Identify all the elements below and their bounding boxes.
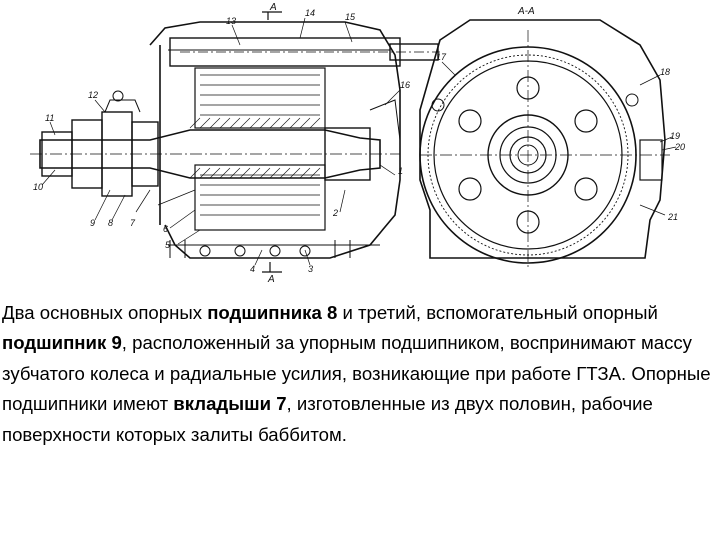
callout-4: 4 — [250, 264, 255, 274]
caption-part-2: и третий, вспомогательный опорный — [337, 302, 658, 323]
callout-13: 13 — [226, 16, 236, 26]
callout-5: 5 — [165, 240, 171, 250]
callout-20: 20 — [674, 142, 685, 152]
cross-section-a-a — [419, 19, 670, 270]
leader-lines — [41, 17, 677, 266]
callout-2: 2 — [332, 208, 338, 218]
caption-bold-liners-7: вкладыши 7 — [173, 393, 287, 415]
section-mark-top: А — [269, 2, 277, 13]
callout-19: 19 — [670, 131, 680, 141]
longitudinal-section — [30, 11, 440, 273]
callout-8: 8 — [108, 218, 113, 228]
callout-labels: 1 2 3 4 5 6 7 8 9 10 11 12 13 14 15 16 1… — [33, 2, 685, 285]
callout-10: 10 — [33, 182, 43, 192]
caption-bold-bearing-9: подшипник 9 — [2, 332, 122, 354]
callout-21: 21 — [667, 212, 678, 222]
callout-11: 11 — [45, 113, 54, 123]
callout-6: 6 — [163, 224, 168, 234]
section-title: А-А — [517, 6, 535, 17]
callout-15: 15 — [345, 12, 356, 22]
callout-9: 9 — [90, 218, 95, 228]
callout-14: 14 — [305, 8, 315, 18]
callout-17: 17 — [436, 52, 447, 62]
callout-1: 1 — [398, 166, 403, 176]
callout-12: 12 — [88, 90, 98, 100]
gear-assembly-drawing: 1 2 3 4 5 6 7 8 9 10 11 12 13 14 15 16 1… — [30, 2, 685, 285]
callout-18: 18 — [660, 67, 670, 77]
callout-16: 16 — [400, 80, 410, 90]
callout-7: 7 — [130, 218, 136, 228]
caption-part-3: , расположенный за упорным подшипником, … — [2, 332, 711, 415]
caption-part-4: , изготовленные из двух половин, рабочие… — [2, 393, 653, 445]
technical-drawing: 1 2 3 4 5 6 7 8 9 10 11 12 13 14 15 16 1… — [30, 2, 685, 285]
caption-text: Два основных опорных подшипника 8 и трет… — [2, 298, 716, 450]
caption-bold-bearing-8: подшипника 8 — [207, 302, 338, 323]
callout-3: 3 — [308, 264, 313, 274]
caption-part-1: Два основных опорных — [2, 302, 208, 323]
section-mark-bottom: А — [267, 274, 275, 285]
